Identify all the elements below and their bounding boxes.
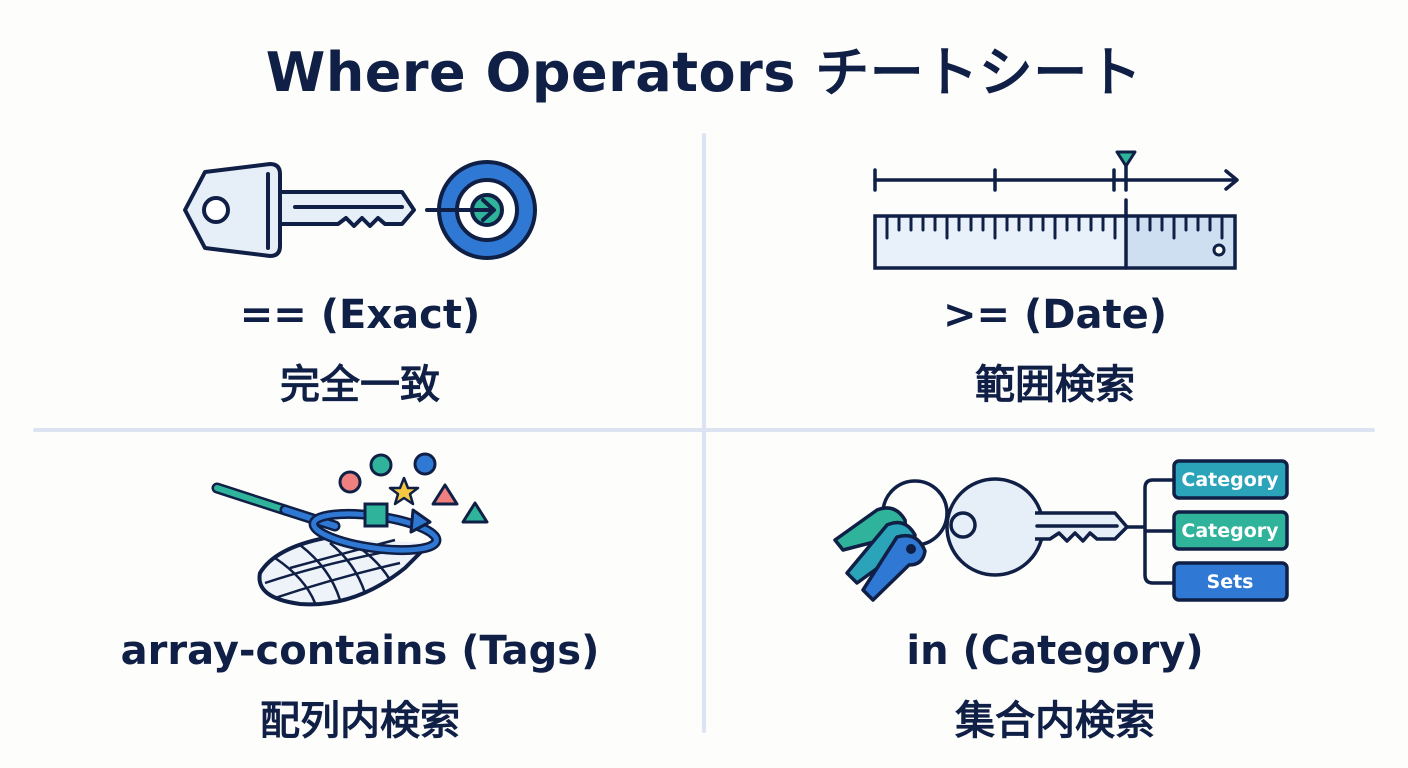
vertical-divider xyxy=(702,133,706,733)
japanese-label-date: 範囲検索 xyxy=(975,362,1135,408)
set-pill-sets: Sets xyxy=(1207,571,1254,593)
net-catching-shapes-icon xyxy=(211,452,489,607)
japanese-label-in: 集合内検索 xyxy=(955,698,1155,744)
japanese-label-exact: 完全一致 xyxy=(280,362,440,408)
operator-label-exact: == (Exact) xyxy=(239,292,481,338)
keyring-to-sets-icon: Category Category Sets xyxy=(833,459,1289,602)
operator-label-array-contains: array-contains (Tags) xyxy=(120,628,600,674)
set-pill-category-2: Category xyxy=(1181,520,1279,542)
japanese-label-array-contains: 配列内検索 xyxy=(260,698,460,744)
operator-label-date: >= (Date) xyxy=(943,292,1167,338)
set-pill-category-1: Category xyxy=(1181,469,1279,491)
timeline-ruler-icon xyxy=(873,150,1239,270)
page-title: Where Operators チートシート xyxy=(265,41,1143,104)
key-into-target-icon xyxy=(183,160,537,260)
operator-label-in: in (Category) xyxy=(906,628,1204,674)
horizontal-divider xyxy=(33,428,1375,432)
